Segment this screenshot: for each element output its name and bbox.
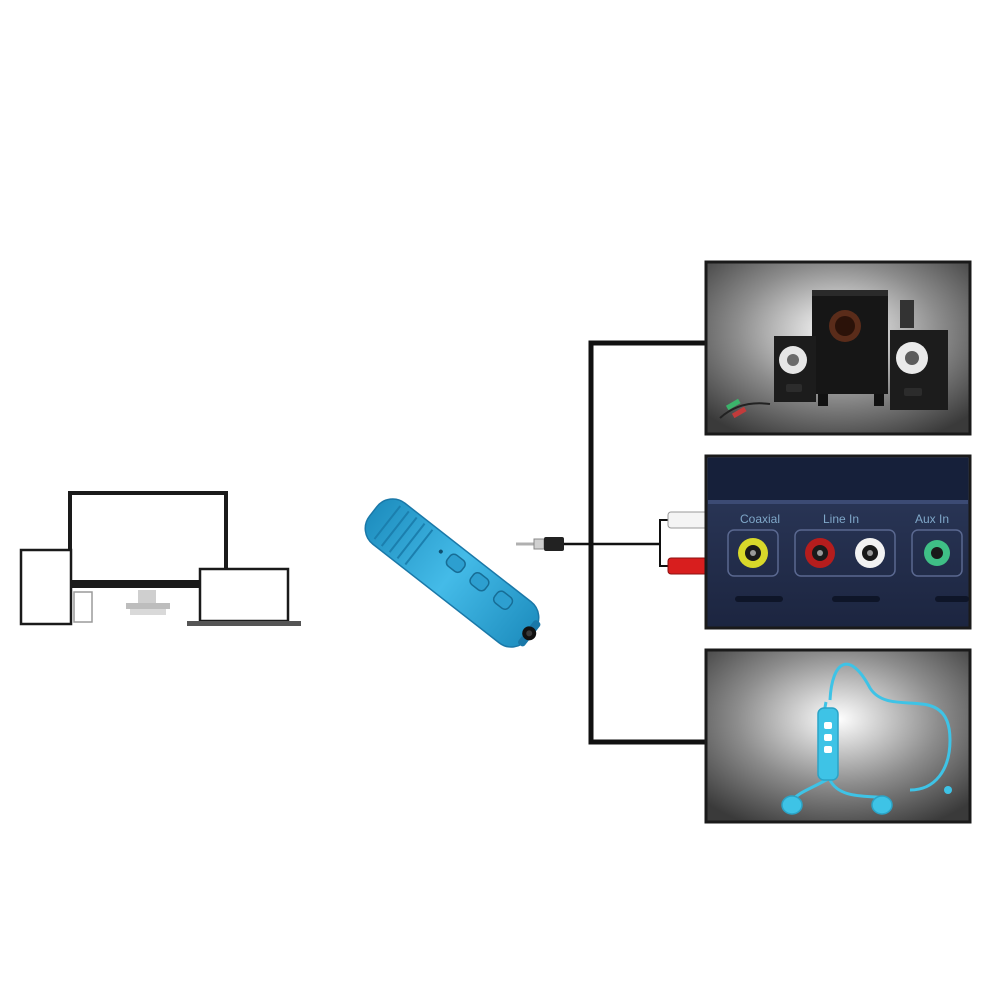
earphones-panel bbox=[704, 648, 972, 824]
av-jack-panel-icon bbox=[727, 529, 969, 602]
connector-lines bbox=[560, 340, 706, 745]
speaker-system-panel bbox=[704, 260, 972, 436]
jack-label-coaxial: Coaxial bbox=[740, 512, 780, 526]
jack-line-in-right bbox=[855, 538, 885, 568]
source-devices bbox=[19, 491, 301, 626]
tablet-icon bbox=[19, 548, 93, 626]
jack-label-aux-in: Aux In bbox=[915, 512, 949, 526]
jack-aux-in bbox=[924, 540, 950, 566]
monitor-icon bbox=[68, 491, 228, 615]
av-receiver-panel: Coaxial Line In Aux In bbox=[704, 454, 972, 630]
speaker-system-icon bbox=[719, 290, 948, 419]
bluetooth-receiver-icon bbox=[364, 498, 541, 648]
aux-plug-icon bbox=[516, 537, 564, 551]
laptop-icon bbox=[187, 567, 301, 626]
earphones-icon bbox=[781, 662, 952, 815]
jack-label-line-in: Line In bbox=[823, 512, 859, 526]
jack-coaxial bbox=[738, 538, 768, 568]
jack-line-in-left bbox=[805, 538, 835, 568]
